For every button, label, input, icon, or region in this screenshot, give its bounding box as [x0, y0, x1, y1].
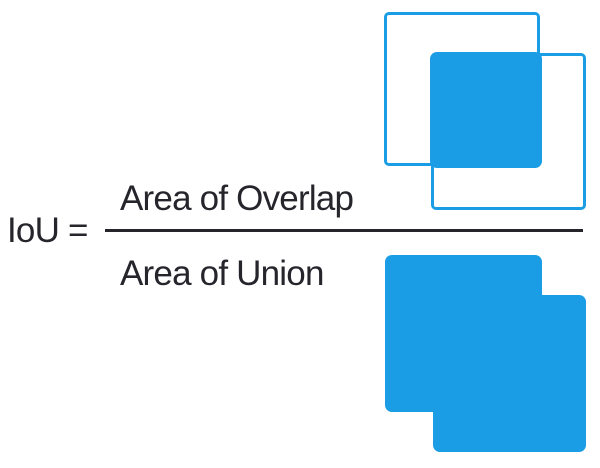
numerator-label: Area of Overlap [120, 179, 354, 218]
iou-equals-label: IoU = [7, 211, 88, 250]
intersection-fill [430, 52, 542, 168]
union-box-b-fill [433, 295, 586, 452]
denominator-label: Area of Union [120, 254, 324, 293]
fraction-divider-line [105, 229, 583, 232]
